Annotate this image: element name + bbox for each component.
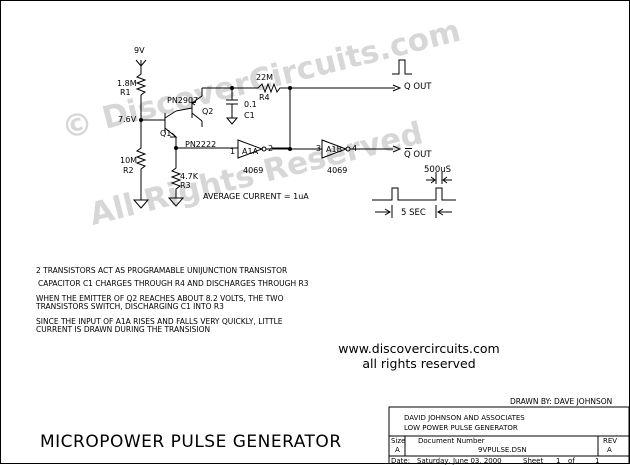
resistor-r1 (135, 68, 147, 120)
tb-rev-value: A (607, 446, 612, 454)
inverter-a1a (237, 139, 264, 159)
label-period: 5 SEC (401, 208, 426, 218)
note-line-5: SINCE THE INPUT OF A1A RISES AND FALLS V… (36, 317, 283, 326)
label-pin2: 2 (268, 144, 274, 153)
label-pin1: 1 (230, 147, 236, 156)
label-r2-name: R2 (123, 166, 134, 175)
label-r1-value: 1.8M (117, 79, 137, 88)
label-supply: 9V (134, 46, 145, 55)
ground-r2 (132, 199, 150, 209)
tb-date-label: Date: (391, 457, 411, 465)
website-url: www.discovercircuits.com (338, 341, 500, 356)
tb-docnum-label: Document Number (418, 437, 485, 445)
label-pulse-width: 500uS (424, 165, 452, 175)
note-line-4: TRANSISTORS SWITCH, DISCHARGING C1 INTO … (36, 302, 224, 311)
label-q2-type: PN2907 (167, 96, 199, 105)
ground-r3 (167, 197, 185, 207)
label-r3-value: 4.7K (180, 172, 198, 181)
note-line-2: CAPACITOR C1 CHARGES THROUGH R4 AND DISC… (38, 279, 309, 288)
q-bar-overline (405, 148, 412, 149)
label-r4-name: R4 (259, 93, 270, 102)
label-c1-name: C1 (244, 111, 255, 120)
label-a1b-name: A1B (326, 145, 343, 154)
tb-of-label: of (568, 457, 575, 465)
note-line-3: WHEN THE EMITTER OF Q2 REACHES ABOUT 8.2… (36, 294, 284, 303)
label-c1-value: 0.1 (244, 100, 257, 109)
website-rights: all rights reserved (362, 356, 476, 371)
label-a1b-chip: 4069 (327, 166, 348, 175)
label-a1a-name: A1A (242, 147, 259, 156)
tb-company: DAVID JOHNSON AND ASSOCIATES (404, 414, 525, 422)
resistor-r2 (135, 120, 147, 200)
resistor-r3 (170, 148, 182, 198)
tb-size-label: Size (391, 437, 406, 445)
inverter-a1b (321, 139, 348, 159)
tb-rev-label: REV (603, 437, 618, 445)
ground-c1 (225, 117, 239, 125)
tb-docnum-value: 9VPULSE.DSN (478, 446, 527, 454)
tb-of-value: 1 (595, 457, 600, 465)
note-line-6: CURRENT IS DRAWN DURING THE TRANSISION (36, 325, 211, 334)
timing-waveform (372, 187, 456, 201)
label-node-voltage: 7.6V (118, 115, 137, 124)
resistor-r4 (257, 82, 290, 94)
tb-doc-title: LOW POWER PULSE GENERATOR (404, 424, 518, 432)
tb-sheet-label: Sheet (523, 457, 544, 465)
note-line-1: 2 TRANSISTORS ACT AS PROGRAMABLE UNIJUNC… (36, 266, 288, 275)
label-q-out-bar: Q OUT (404, 150, 432, 160)
page-title: MICROPOWER PULSE GENERATOR (40, 432, 342, 452)
label-r4-value: 22M (256, 73, 274, 82)
label-q1-type: PN2222 (185, 140, 217, 149)
tb-sheet-value: 1 (556, 457, 561, 465)
label-a1a-chip: 4069 (243, 166, 264, 175)
label-r3-name: R3 (180, 181, 191, 190)
tb-date-value: Saturday, June 03, 2000 (417, 457, 502, 465)
tb-size-value: A (395, 446, 400, 454)
output-pulse-symbol (392, 59, 412, 75)
label-q1-name: Q1 (160, 129, 172, 138)
label-q2-name: Q2 (202, 107, 214, 116)
label-pin4: 4 (352, 144, 358, 153)
label-r1-name: R1 (120, 88, 131, 97)
label-q-out: Q OUT (404, 82, 432, 92)
label-r2-value: 10M (120, 156, 138, 165)
drawn-by: DRAWN BY: DAVE JOHNSON (510, 397, 613, 406)
label-average-current: AVERAGE CURRENT = 1uA (203, 192, 309, 201)
label-pin3: 3 (316, 144, 322, 153)
